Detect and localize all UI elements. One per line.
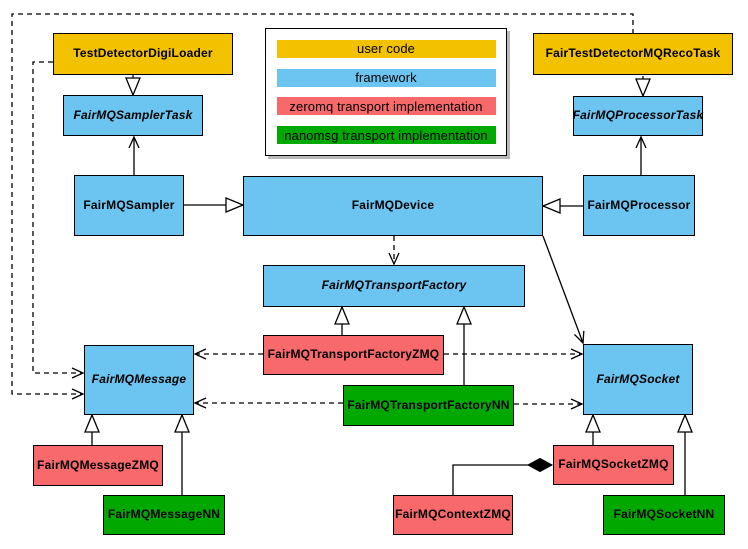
edge-digiloader-message (32, 61, 85, 379)
legend-item-nanomsg: nanomsg transport implementation (276, 126, 496, 145)
node-fairmqmessage: FairMQMessage (84, 345, 194, 415)
node-fairmqprocessortask: FairMQProcessorTask (573, 96, 703, 136)
edge-recotask-message (11, 13, 634, 400)
node-fairmqtransportfactoryzmq: FairMQTransportFactoryZMQ (263, 335, 444, 375)
node-fairtestdetectormqrecotask: FairTestDetectorMQRecoTask (533, 33, 733, 75)
legend: user code framework zeromq transport imp… (265, 28, 507, 156)
node-fairmqmessagezmq: FairMQMessageZMQ (33, 445, 163, 486)
node-fairmqcontextzmq: FairMQContextZMQ (393, 495, 513, 535)
edge-contextzmq-socketzmq (452, 465, 552, 495)
node-fairmqtransportfactory: FairMQTransportFactory (263, 265, 525, 307)
node-fairmqtransportfactorynn: FairMQTransportFactoryNN (343, 385, 514, 426)
node-fairmqmessagenn: FairMQMessageNN (103, 495, 225, 535)
node-testdetectordigiloader: TestDetectorDigiLoader (53, 33, 233, 75)
node-fairmqdevice: FairMQDevice (243, 176, 543, 236)
node-fairmqsocketzmq: FairMQSocketZMQ (553, 445, 674, 485)
legend-item-user-code: user code (276, 39, 496, 58)
node-fairmqsocket: FairMQSocket (583, 344, 693, 415)
edge-device-socket (542, 235, 585, 345)
node-fairmqsampler: FairMQSampler (74, 175, 184, 236)
legend-item-framework: framework (276, 68, 496, 87)
node-fairmqprocessor: FairMQProcessor (583, 175, 695, 236)
legend-item-zeromq: zeromq transport implementation (276, 97, 496, 116)
node-fairmqsamplertask: FairMQSamplerTask (63, 95, 203, 136)
node-fairmqsocketnn: FairMQSocketNN (603, 495, 725, 535)
